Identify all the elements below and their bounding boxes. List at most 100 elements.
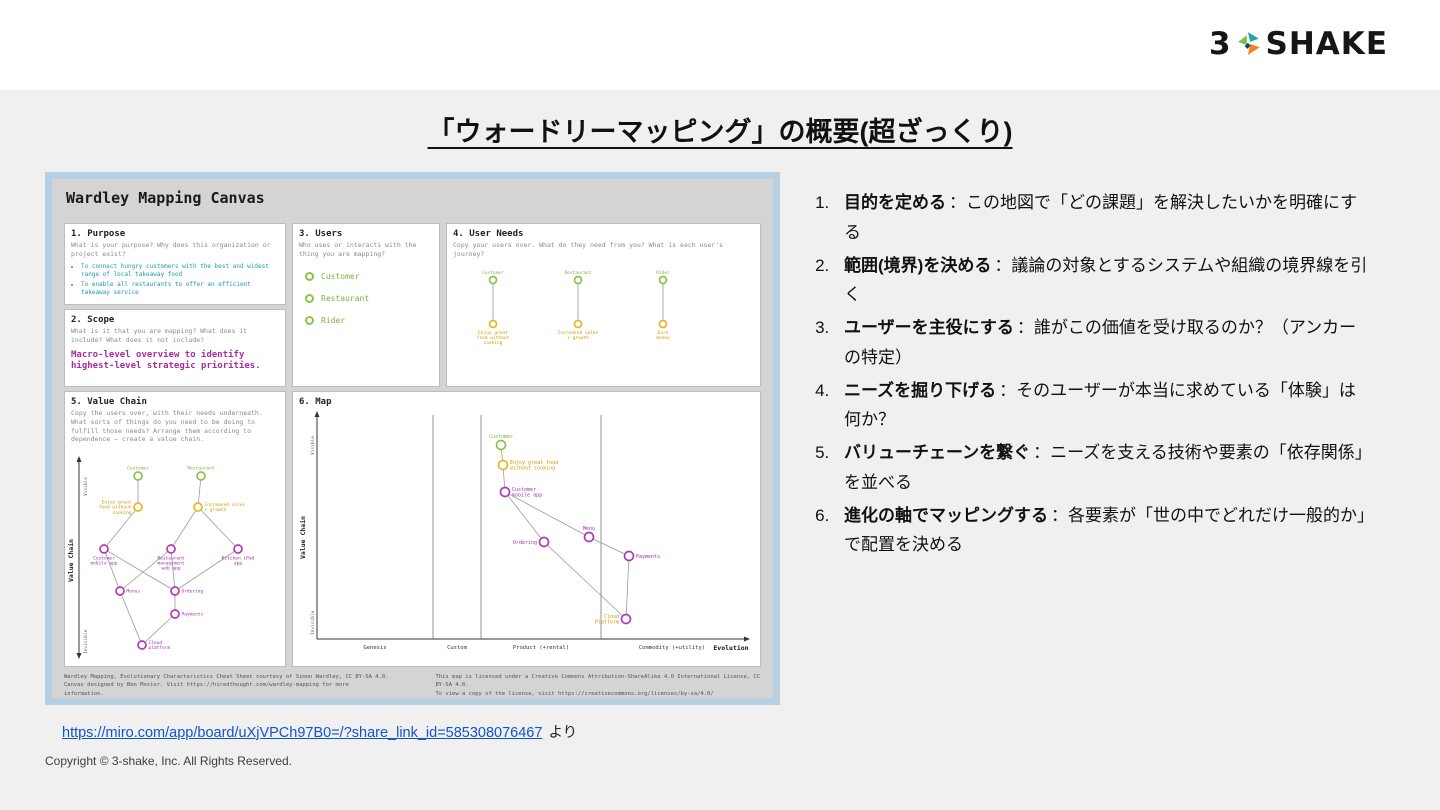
panel-user-needs: 4. User Needs Copy your users over. What… [446,223,761,387]
diagram-edge [197,506,239,550]
map-y-axis-label: Value Chain [299,516,307,559]
diagram-node-need1 [488,319,498,329]
panel-value-chain: 5. Value Chain Copy the users over, with… [64,391,286,667]
user-row: Restaurant [305,293,439,303]
panel-value-chain-heading: 5. Value Chain [71,397,147,407]
diagram-label-ordering: Ordering [182,589,204,595]
diagram-edge [119,548,172,592]
diagram-label-customer: Customer [489,434,513,440]
step-desc: ：誰がこの価値を受け取るのか？（アンカーの特定） [844,318,1357,367]
panel-map: 6. Map Value Chain Visible Invisible Gen… [292,391,761,667]
diagram-label-menu: Menu [583,526,595,532]
diagram-node-menu [583,531,595,543]
step-item-4: ニーズを掘り下げる：そのユーザーが本当に求めている「体験」は何か？ [834,376,1372,436]
step-desc: ：各要素が「世の中でどれだけ一般的か」で配置を決める [844,505,1366,555]
panel-purpose-heading: 1. Purpose [71,229,126,239]
diagram-edge [543,541,627,620]
diagram-node-need2 [573,319,583,329]
vc-visible-label: Visible [83,477,89,496]
step-item-3: ユーザーを主役にする：誰がこの価値を受け取るのか？（アンカーの特定） [834,313,1372,373]
diagram-node-cloud [620,613,632,625]
license-right: This map is licensed under a Creative Co… [436,673,762,698]
step-term: ニーズを掘り下げる [844,380,997,400]
user-label: Customer [321,271,360,281]
license-left-line1: Wardley Mapping, Evolutionary Characteri… [64,674,389,680]
panel-purpose-prompt: What is your purpose? Why does this orga… [71,241,271,258]
diagram-node-need3 [658,319,668,329]
map-stage-custom: Custom [447,645,468,651]
diagram-node-restaurant [573,275,583,285]
company-logo: 3 SHAKE [1209,26,1388,62]
panel-user-needs-prompt: Copy your users over. What do they need … [453,241,724,258]
panel-user-needs-heading: 4. User Needs [453,229,524,239]
wardley-map-diagram: Value Chain Visible Invisible Genesis Cu… [299,411,750,652]
step-term: バリューチェーンを繋ぐ [844,443,1031,462]
diagram-node-payments [623,550,635,562]
purpose-bullet-list: To connect hungry customers with the bes… [81,263,285,297]
step-desc: ：ニーズを支える技術や要素の「依存関係」を並べる [844,443,1372,492]
step-term: 範囲(境界)を決める [844,255,992,275]
diagram-label-menus: Menus [127,589,141,595]
step-term: 進化の軸でマッピングする [844,505,1048,525]
diagram-node-increased [193,502,203,512]
scope-note: Macro-level overview to identify highest… [71,349,261,372]
step-item-1: 目的を定める：この地図で「どの課題」を解決したいかを明確にする [834,188,1372,248]
map-visible-label: Visible [310,436,316,455]
diagram-node-restaurant [196,471,206,481]
step-desc: ：この地図で「どの課題」を解決したいかを明確にする [844,193,1358,242]
panel-map-heading: 6. Map [299,397,332,407]
diagram-edge [103,548,176,592]
diagram-edge [504,491,545,543]
step-desc: ：そのユーザーが本当に求めている「体験」は何か？ [844,380,1356,430]
user-node-icon [305,315,314,325]
diagram-label-need2: Increased sales+ growth [558,330,599,341]
diagram-node-enjoy [497,459,509,471]
miro-board-link[interactable]: https://miro.com/app/board/uXjVPCh97B0=/… [62,725,543,741]
user-node-icon [305,271,314,281]
map-stage-commodity: Commodity (+utility) [639,645,705,651]
diagram-node-cust_app [499,486,511,498]
diagram-node-menus [115,586,125,596]
vc-axis-label: Value Chain [67,539,75,582]
slide-title: 「ウォードリーマッピング」の概要(超ざっくり) [427,117,1013,147]
map-x-axis-label: Evolution [713,644,748,652]
user-label: Rider [321,315,346,325]
user-row: Customer [305,271,439,281]
diagram-label-payments: Payments [636,554,660,560]
diagram-node-cust_app [99,544,109,554]
logo-suffix: SHAKE [1265,26,1388,62]
wardley-canvas-screenshot: Wardley Mapping Canvas 1. Purpose What i… [45,172,780,705]
step-item-5: バリューチェーンを繋ぐ：ニーズを支える技術や要素の「依存関係」を並べる [834,438,1372,498]
purpose-bullet: To enable all restaurants to offer an ef… [81,281,277,297]
license-right-line2: To view a copy of the license, visit htt… [435,690,714,697]
step-term: ユーザーを主役にする [844,318,1014,337]
diagram-edge [197,475,202,508]
diagram-label-ordering: Ordering [513,540,537,546]
wardley-canvas: Wardley Mapping Canvas 1. Purpose What i… [52,179,773,698]
diagram-node-rest_web [166,544,176,554]
step-desc: ：議論の対象とするシステムや組織の境界線を引く [844,255,1368,305]
license-right-line1: This map is licensed under a Creative Co… [435,674,761,689]
diagram-label-rider: Rider [656,270,670,276]
vc-invisible-label: Invisible [83,629,89,654]
user-row: Rider [305,315,439,325]
purpose-bullet: To connect hungry customers with the bes… [81,263,277,279]
diagram-edge [170,548,176,592]
map-invisible-label: Invisible [310,610,316,635]
top-bar: 3 SHAKE [0,0,1440,90]
panel-scope-heading: 2. Scope [71,315,115,325]
step-item-6: 進化の軸でマッピングする：各要素が「世の中でどれだけ一般的か」で配置を決める [834,501,1372,561]
diagram-node-rider [658,275,668,285]
map-axis-arrow-right [744,636,750,642]
diagram-edge [174,548,239,592]
